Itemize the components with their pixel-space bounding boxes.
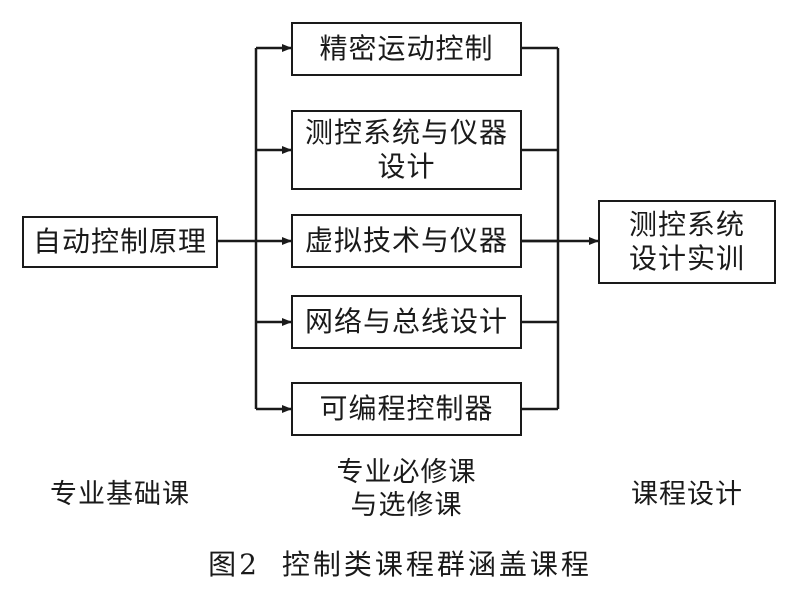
source-course-box: 自动控制原理 <box>22 216 218 268</box>
course-label: 虚拟技术与仪器 <box>304 224 508 257</box>
source-course-label: 自动控制原理 <box>32 225 207 258</box>
target-course-box: 测控系统 设计实训 <box>598 200 776 284</box>
figure-number: 图2 <box>208 548 260 581</box>
course-box-virtual-instruments: 虚拟技术与仪器 <box>291 214 522 268</box>
figure-caption: 图2 控制类课程群涵盖课程 <box>0 548 800 582</box>
course-box-precision-motion: 精密运动控制 <box>291 22 522 76</box>
course-label: 精密运动控制 <box>319 32 494 65</box>
course-box-instrument-design: 测控系统与仪器 设计 <box>291 110 522 190</box>
course-box-plc: 可编程控制器 <box>291 382 522 436</box>
stage-label-course-project: 课程设计 <box>631 479 743 510</box>
figure-title: 控制类课程群涵盖课程 <box>281 548 592 581</box>
stage-label-foundation: 专业基础课 <box>50 479 190 510</box>
course-box-network-bus: 网络与总线设计 <box>291 295 522 349</box>
stage-label-required-elective: 专业必修课 与选修课 <box>336 457 477 521</box>
course-label: 网络与总线设计 <box>304 305 508 338</box>
course-label: 可编程控制器 <box>319 392 494 425</box>
target-course-label: 测控系统 设计实训 <box>628 208 745 275</box>
course-label: 测控系统与仪器 设计 <box>304 116 508 183</box>
